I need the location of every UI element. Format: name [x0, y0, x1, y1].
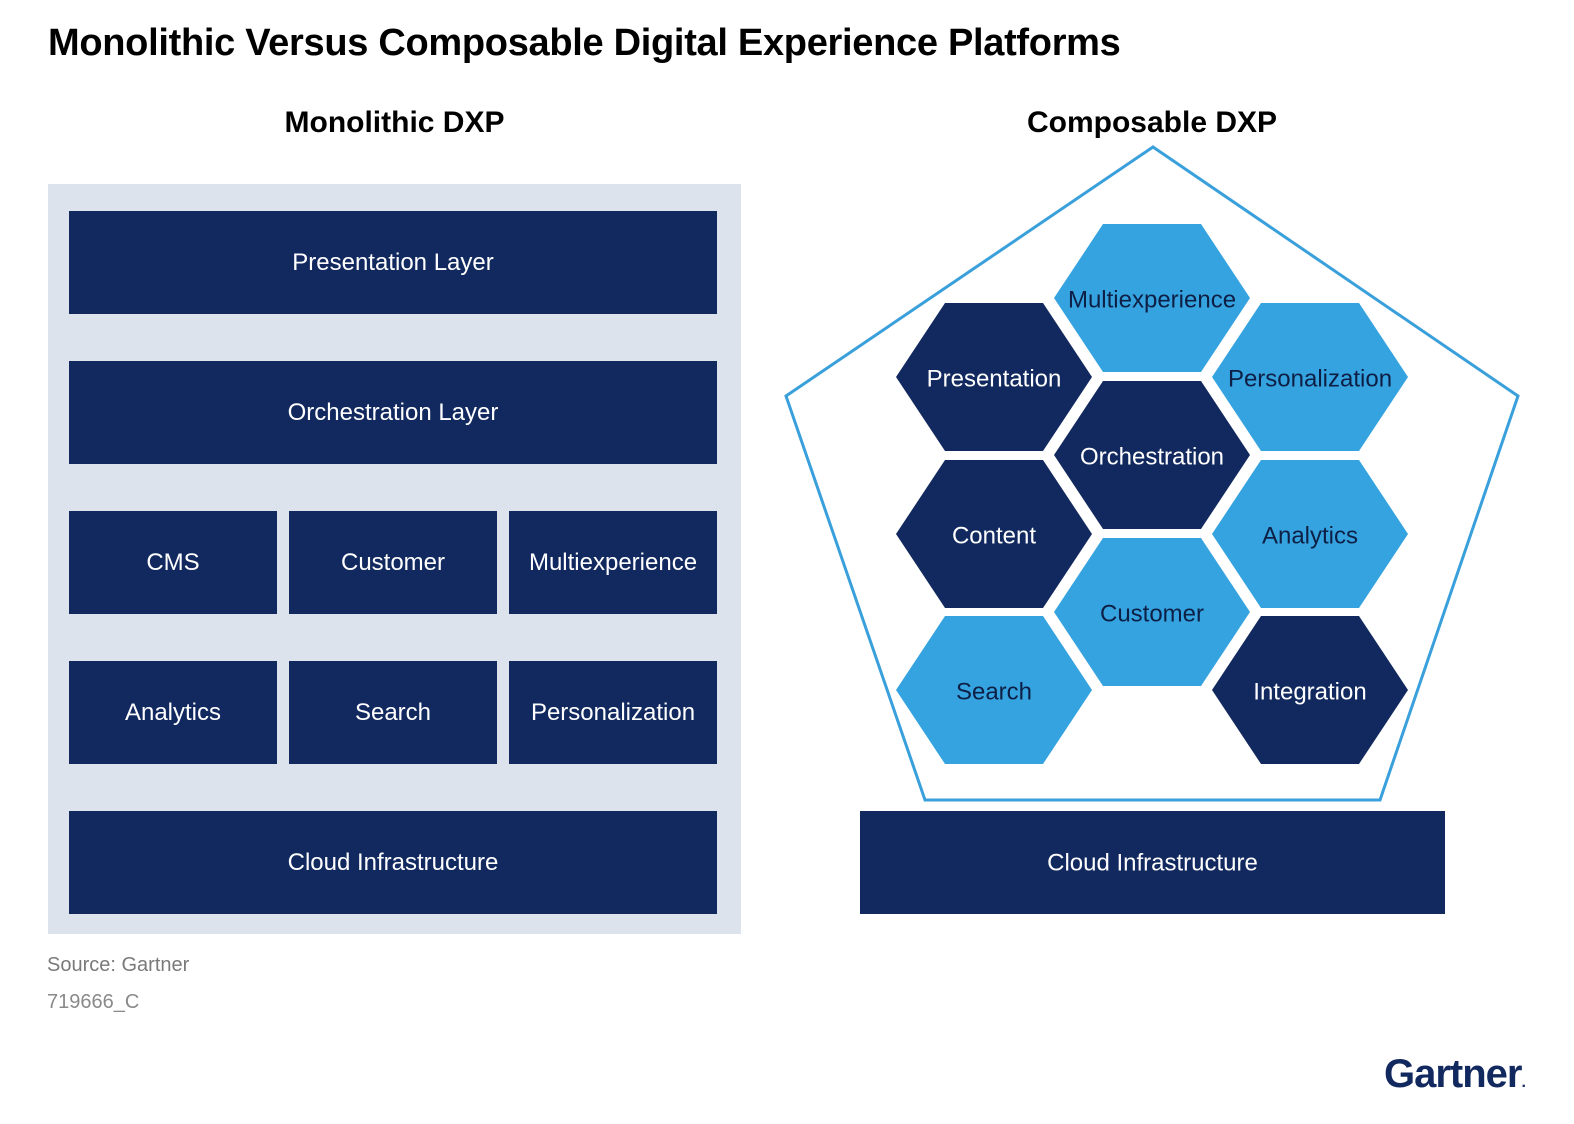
personalization-block: Personalization	[509, 661, 717, 764]
hex-label-presentation: Presentation	[927, 366, 1062, 393]
search-block: Search	[289, 661, 497, 764]
page-title: Monolithic Versus Composable Digital Exp…	[48, 22, 1121, 64]
composable-cloud-label: Cloud Infrastructure	[1047, 850, 1258, 877]
figure-code: 719666_C	[47, 991, 140, 1013]
hex-label-search: Search	[956, 679, 1032, 706]
presentation-layer-block: Presentation Layer	[69, 211, 717, 314]
monolithic-heading: Monolithic DXP	[284, 106, 505, 139]
hex-content	[896, 460, 1092, 608]
hex-search	[896, 616, 1092, 764]
hex-presentation	[896, 303, 1092, 451]
hex-analytics	[1212, 460, 1408, 608]
hex-label-personalization: Personalization	[1228, 366, 1392, 393]
cms-block: CMS	[69, 511, 277, 614]
composable-cloud-infrastructure-block	[860, 811, 1445, 914]
hex-label-integration: Integration	[1253, 679, 1366, 706]
hex-personalization	[1212, 303, 1408, 451]
orchestration-layer-block: Orchestration Layer	[69, 361, 717, 464]
pentagon-outline	[784, 145, 1520, 802]
hex-label-multiexperience: Multiexperience	[1068, 287, 1236, 314]
hex-integration	[1212, 616, 1408, 764]
mono-cloud-infrastructure-block: Cloud Infrastructure	[69, 811, 717, 914]
hex-orchestration	[1054, 381, 1250, 529]
hex-label-analytics: Analytics	[1262, 523, 1358, 550]
gartner-logo-mark: .	[1521, 1074, 1526, 1091]
source-note: Source: Gartner	[47, 954, 190, 976]
hex-customer	[1054, 538, 1250, 686]
customer-block: Customer	[289, 511, 497, 614]
multiexperience-block: Multiexperience	[509, 511, 717, 614]
hex-label-content: Content	[952, 523, 1036, 550]
composable-heading: Composable DXP	[1026, 106, 1278, 139]
hex-multiexperience	[1054, 224, 1250, 372]
gartner-logo-text: Gartner	[1384, 1052, 1522, 1096]
hex-label-customer: Customer	[1100, 601, 1204, 628]
hex-label-orchestration: Orchestration	[1080, 444, 1224, 471]
analytics-block: Analytics	[69, 661, 277, 764]
gartner-logo: Gartner.	[1384, 1052, 1526, 1097]
